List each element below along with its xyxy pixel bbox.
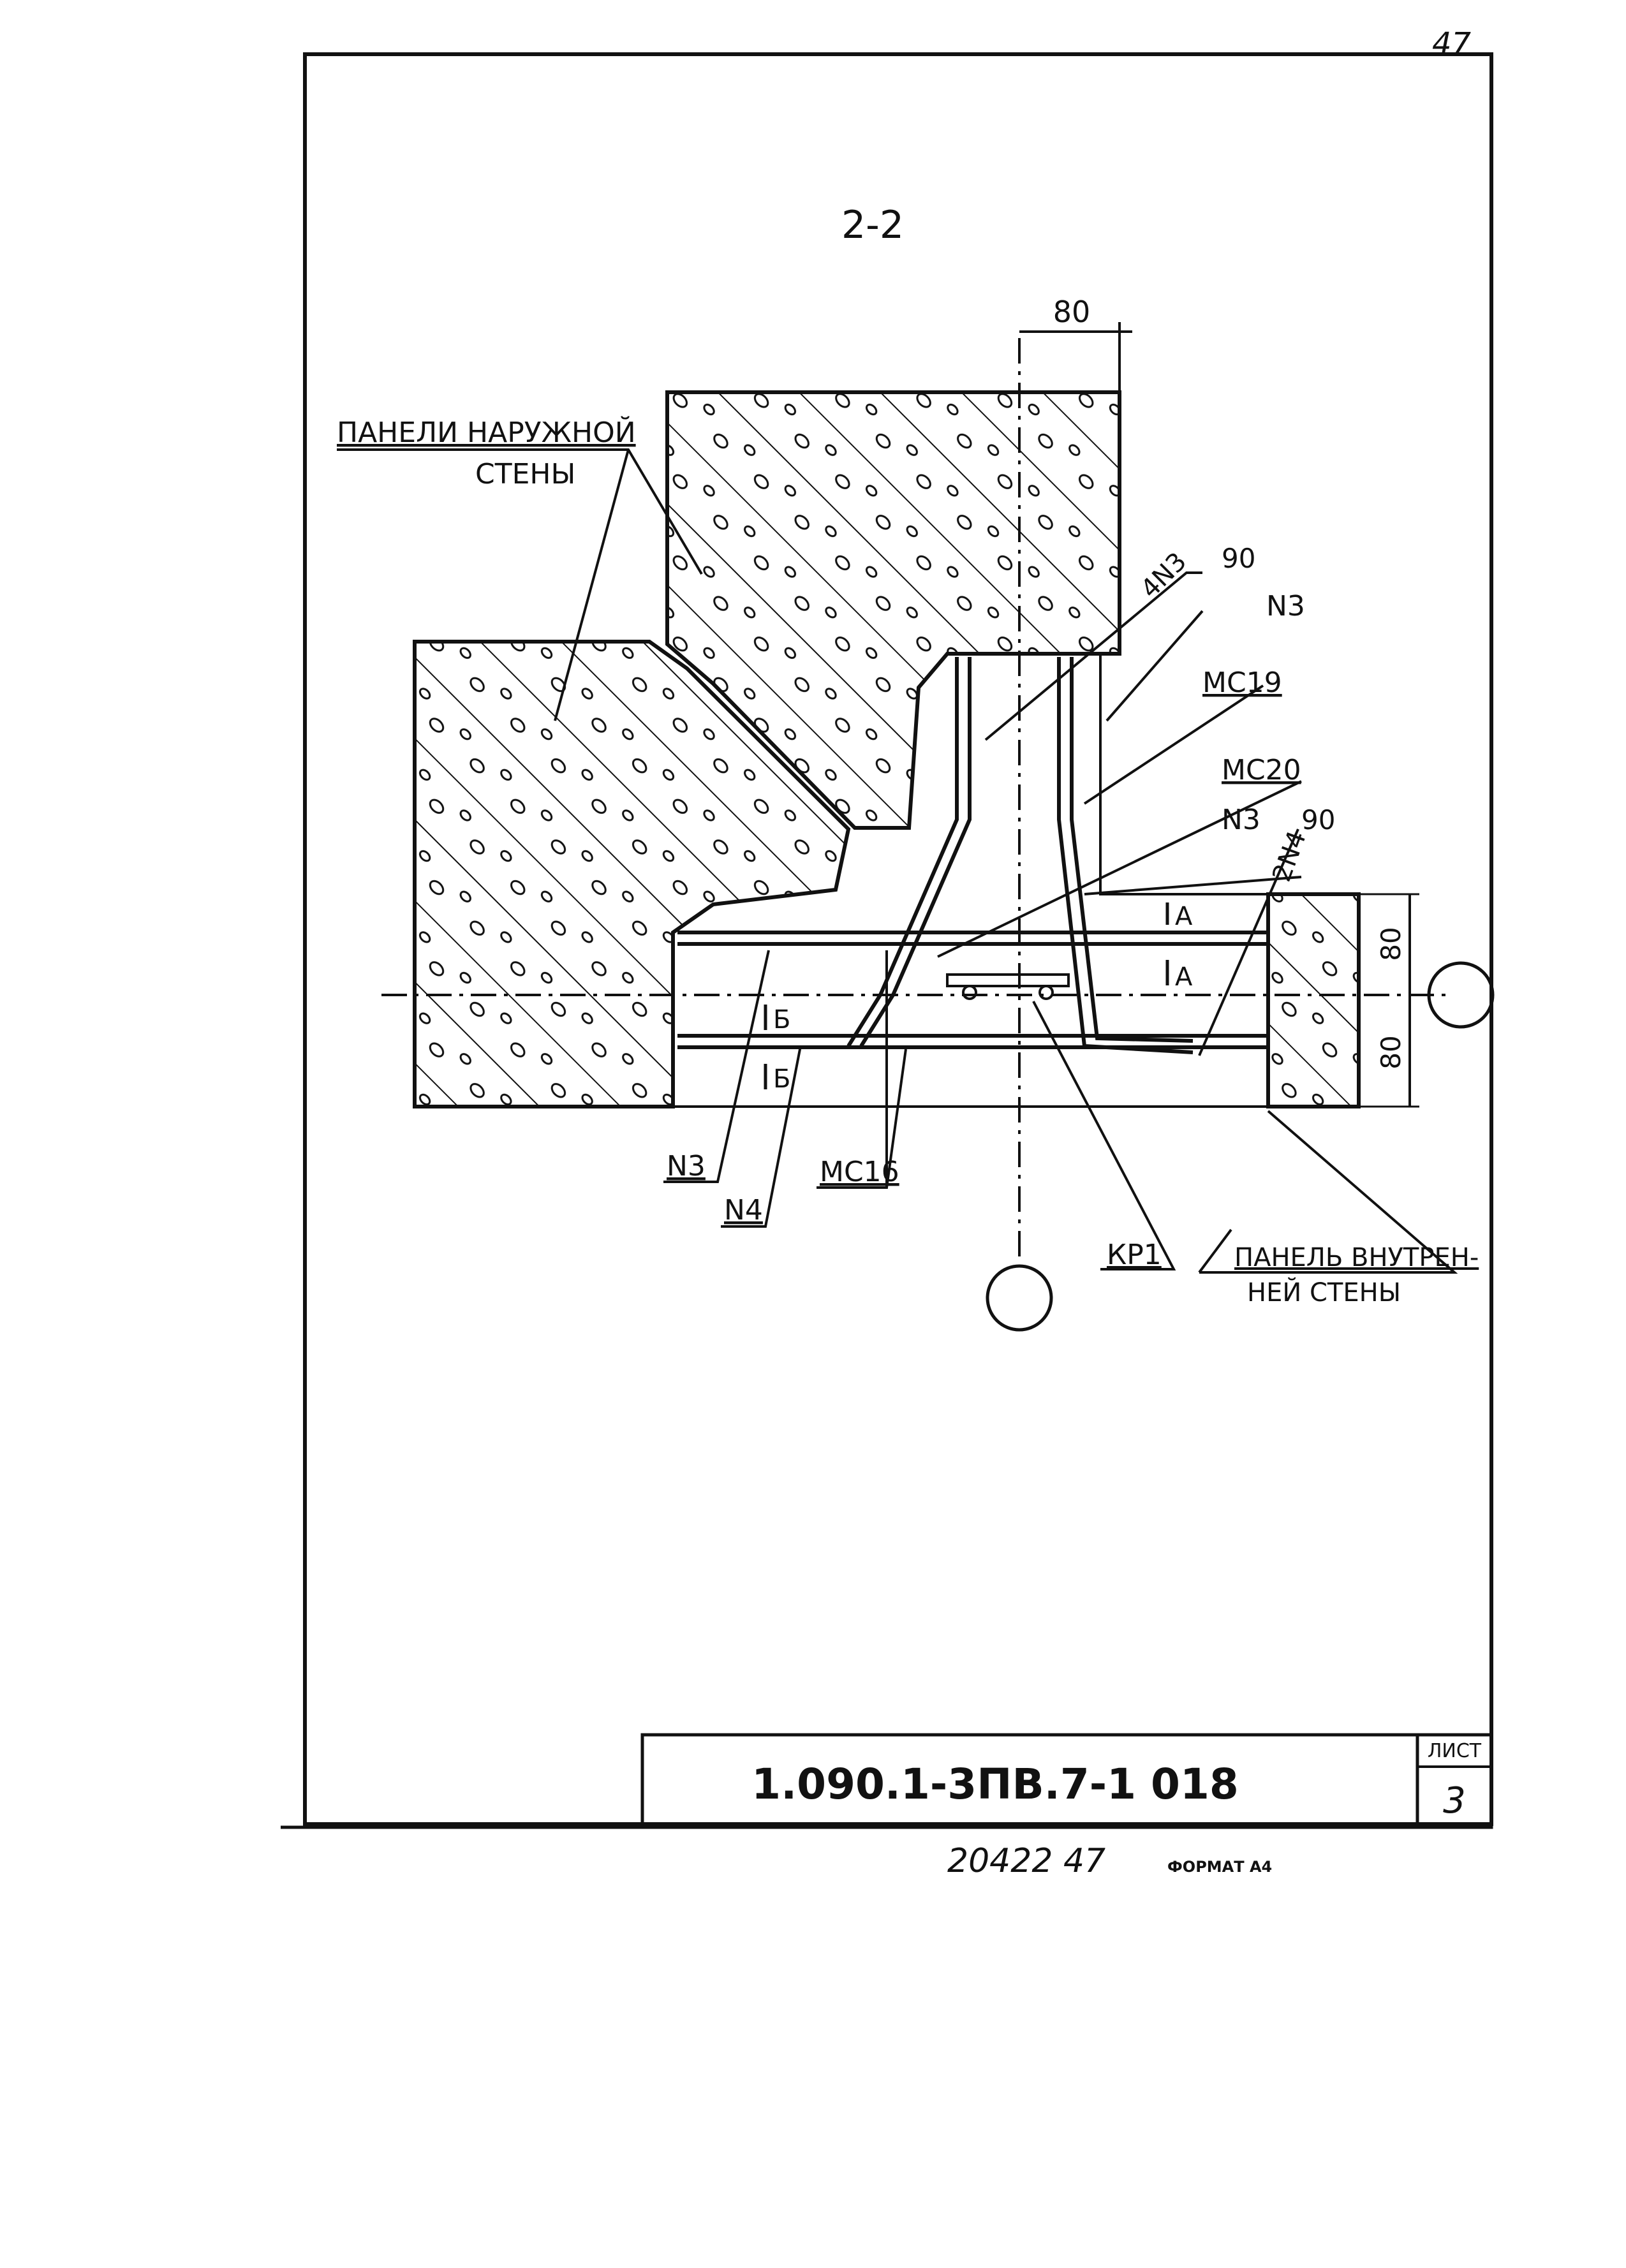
loop-mc19	[846, 657, 959, 1047]
svg-text:А: А	[1175, 902, 1193, 931]
axis-bubble-right	[1427, 961, 1495, 1029]
svg-text:А: А	[1175, 962, 1193, 992]
axis-bubble-bottom	[986, 1264, 1053, 1332]
format-label: ФОРМАТ А4	[1167, 1858, 1272, 1876]
title-block: 1.090.1-3ПВ.7-1 018 ЛИСТ 3	[640, 1733, 1493, 1829]
label-mc20: МС20	[1222, 754, 1301, 786]
label-angle-2: 90	[1301, 804, 1335, 836]
label-inner-panel: ПАНЕЛЬ ВНУТРЕН-	[1234, 1243, 1479, 1272]
joint-void	[672, 654, 1269, 1108]
label-kr1: КР1	[1107, 1239, 1162, 1271]
archive-number: 20422 47	[947, 1842, 1105, 1880]
label-mc16: МС16	[820, 1156, 899, 1188]
label-inner-panel-2: НЕЙ СТЕНЫ	[1247, 1277, 1401, 1307]
svg-text:80: 80	[1375, 1035, 1407, 1069]
sheet-number: 3	[1443, 1780, 1466, 1822]
label-outer-panel-2: СТЕНЫ	[475, 458, 575, 490]
dimension-top: 80	[1019, 295, 1132, 392]
drawing-code: 1.090.1-3ПВ.7-1 018	[751, 1760, 1239, 1809]
svg-text:Б: Б	[773, 1064, 790, 1094]
outer-wall-panel-top	[665, 390, 1121, 830]
section-marks: А А Б Б	[764, 902, 1193, 1094]
svg-text:Б: Б	[773, 1005, 790, 1035]
sheet-label: ЛИСТ	[1428, 1740, 1482, 1762]
inner-wall-panel	[1266, 892, 1361, 1108]
dimension-right: 80 80	[1359, 893, 1419, 1108]
label-n3-mid: N3	[1222, 804, 1260, 836]
section-title: 2-2	[841, 203, 904, 247]
label-n4-diag: 2N4	[1267, 827, 1312, 886]
label-angle-1: 90	[1222, 543, 1255, 574]
label-n3-bottom: N3	[667, 1150, 706, 1182]
axis-lines	[381, 338, 1495, 1332]
label-n4-bottom: N4	[724, 1194, 763, 1226]
label-mc19: МС19	[1202, 666, 1282, 699]
clamp-kr1	[946, 973, 1070, 1000]
corner-number: 47	[1432, 26, 1472, 62]
outer-wall-panel-left	[413, 640, 851, 1108]
rebar-n4-bottom	[677, 1034, 1266, 1049]
loop-mc20	[1057, 657, 1194, 1054]
label-outer-panel: ПАНЕЛИ НАРУЖНОЙ	[337, 415, 636, 449]
rebar-n3-top	[677, 931, 1266, 946]
loop-mc19-b	[859, 657, 972, 1047]
loop-mc20-b	[1070, 657, 1194, 1043]
svg-text:80: 80	[1375, 927, 1407, 961]
leader-lines	[337, 448, 1458, 1274]
svg-text:80: 80	[1053, 295, 1091, 329]
label-n3-diag: 4N3	[1135, 547, 1193, 604]
label-n3-top: N3	[1266, 590, 1305, 622]
